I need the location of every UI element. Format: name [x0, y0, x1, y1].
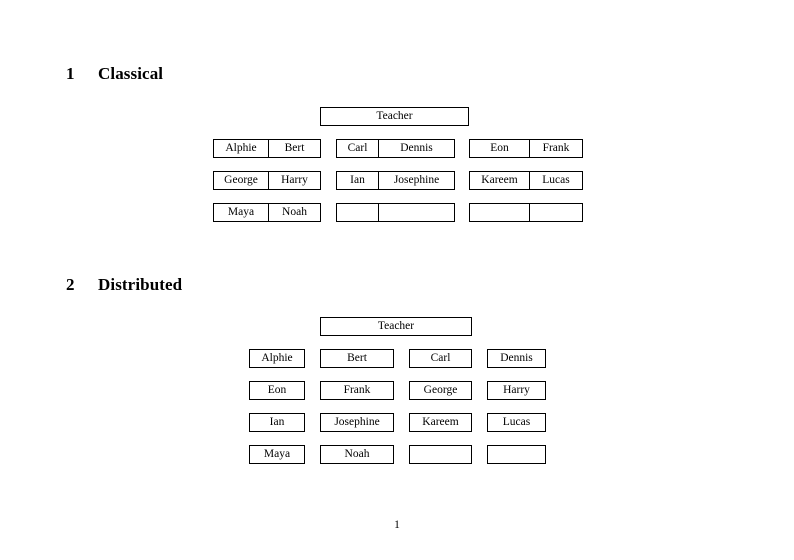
student-box: Ian	[249, 413, 305, 432]
student-box: Maya	[249, 445, 305, 464]
table-row: Carl Dennis	[336, 139, 455, 158]
student-cell: Maya	[263, 447, 291, 460]
student-cell-empty	[337, 204, 378, 221]
teacher-box-classical: Teacher	[320, 107, 469, 126]
student-cell: Ian	[269, 415, 285, 428]
student-box: Lucas	[487, 413, 546, 432]
student-cell: Ian	[350, 173, 365, 186]
section-heading-distributed: 2 Distributed	[66, 275, 182, 295]
student-box: Eon	[249, 381, 305, 400]
student-cell: Alphie	[225, 141, 257, 154]
table-row: Ian Josephine	[336, 171, 455, 190]
table-row: Eon Frank	[469, 139, 583, 158]
section-title: Distributed	[98, 275, 183, 294]
student-cell: Noah	[268, 204, 320, 221]
table-row: Maya Noah	[213, 203, 321, 222]
student-box: Noah	[320, 445, 394, 464]
student-cell: Bert	[347, 351, 367, 364]
student-cell: Noah	[344, 447, 370, 460]
student-cell: Lucas	[502, 415, 531, 428]
student-cell: Eon	[490, 141, 509, 154]
student-cell: Carl	[347, 141, 368, 154]
student-cell: Frank	[343, 383, 371, 396]
student-cell: Eon	[267, 383, 287, 396]
student-cell: Dennis	[500, 351, 533, 364]
table-row: Kareem Lucas	[469, 171, 583, 190]
student-cell-empty	[488, 446, 545, 463]
student-box: Kareem	[409, 413, 472, 432]
section-number: 2	[66, 275, 75, 294]
student-box-empty	[487, 445, 546, 464]
section-title: Classical	[98, 64, 164, 83]
student-box: Carl	[409, 349, 472, 368]
student-cell: Josephine	[378, 172, 454, 189]
page-number: 1	[394, 519, 400, 531]
teacher-box-distributed: Teacher	[320, 317, 472, 336]
student-cell: Frank	[529, 140, 582, 157]
table-row	[336, 203, 455, 222]
student-box: George	[409, 381, 472, 400]
student-box: Bert	[320, 349, 394, 368]
section-number: 1	[66, 64, 75, 83]
student-cell: George	[224, 173, 258, 186]
student-box: Dennis	[487, 349, 546, 368]
student-cell: Dennis	[378, 140, 454, 157]
table-row	[469, 203, 583, 222]
table-row: George Harry	[213, 171, 321, 190]
student-box: Alphie	[249, 349, 305, 368]
student-cell: Kareem	[422, 415, 459, 428]
student-cell: Alphie	[261, 351, 293, 364]
student-box: Frank	[320, 381, 394, 400]
student-cell-empty	[410, 446, 471, 463]
student-box: Josephine	[320, 413, 394, 432]
student-cell: Harry	[268, 172, 320, 189]
student-cell: Bert	[268, 140, 320, 157]
student-cell: Josephine	[334, 415, 380, 428]
student-cell-empty	[378, 204, 454, 221]
student-cell: Lucas	[529, 172, 582, 189]
table-row: Alphie Bert	[213, 139, 321, 158]
student-cell-empty	[529, 204, 582, 221]
student-cell-empty	[470, 204, 529, 221]
student-cell: Maya	[227, 205, 255, 218]
student-cell: Harry	[503, 383, 530, 396]
student-cell: George	[423, 383, 458, 396]
student-cell: Kareem	[481, 173, 518, 186]
section-heading-classical: 1 Classical	[66, 64, 163, 84]
student-box: Harry	[487, 381, 546, 400]
student-cell: Carl	[430, 351, 451, 364]
student-box-empty	[409, 445, 472, 464]
